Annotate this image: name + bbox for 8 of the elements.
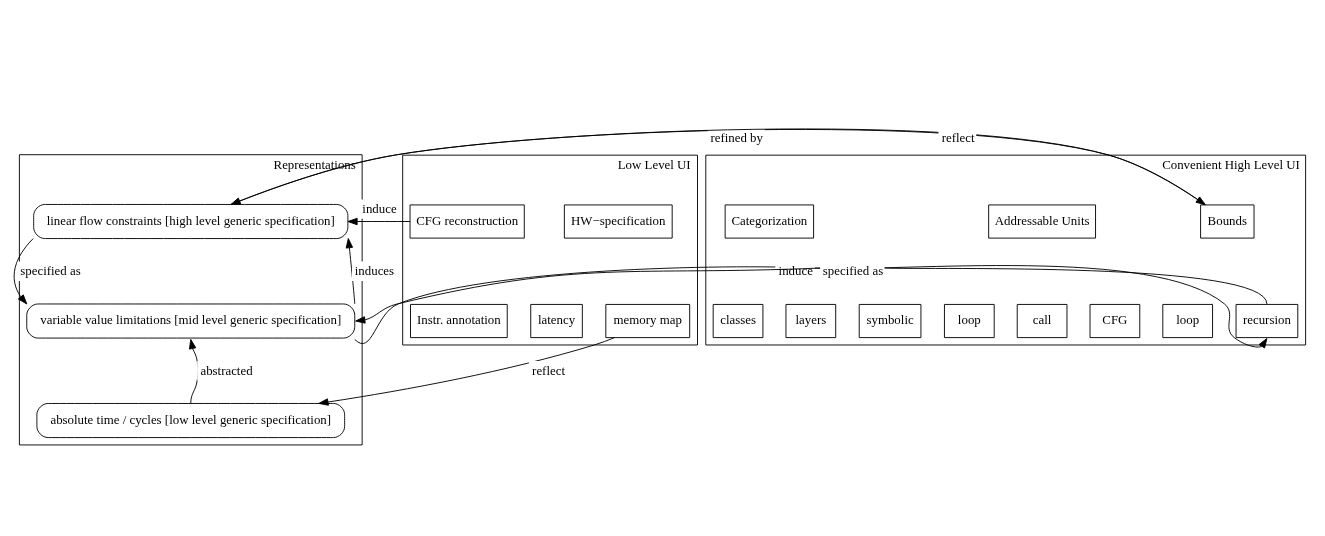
edge-label: reflect — [532, 363, 565, 378]
edge-label: reflect — [941, 130, 975, 145]
edge-label: specified as — [822, 263, 884, 278]
edge-label: specified as — [20, 263, 81, 278]
edge-label: induce — [362, 201, 397, 216]
edge-label: abstracted — [200, 363, 253, 378]
edge-label: induces — [354, 263, 395, 278]
edge-label: refined by — [710, 130, 763, 145]
